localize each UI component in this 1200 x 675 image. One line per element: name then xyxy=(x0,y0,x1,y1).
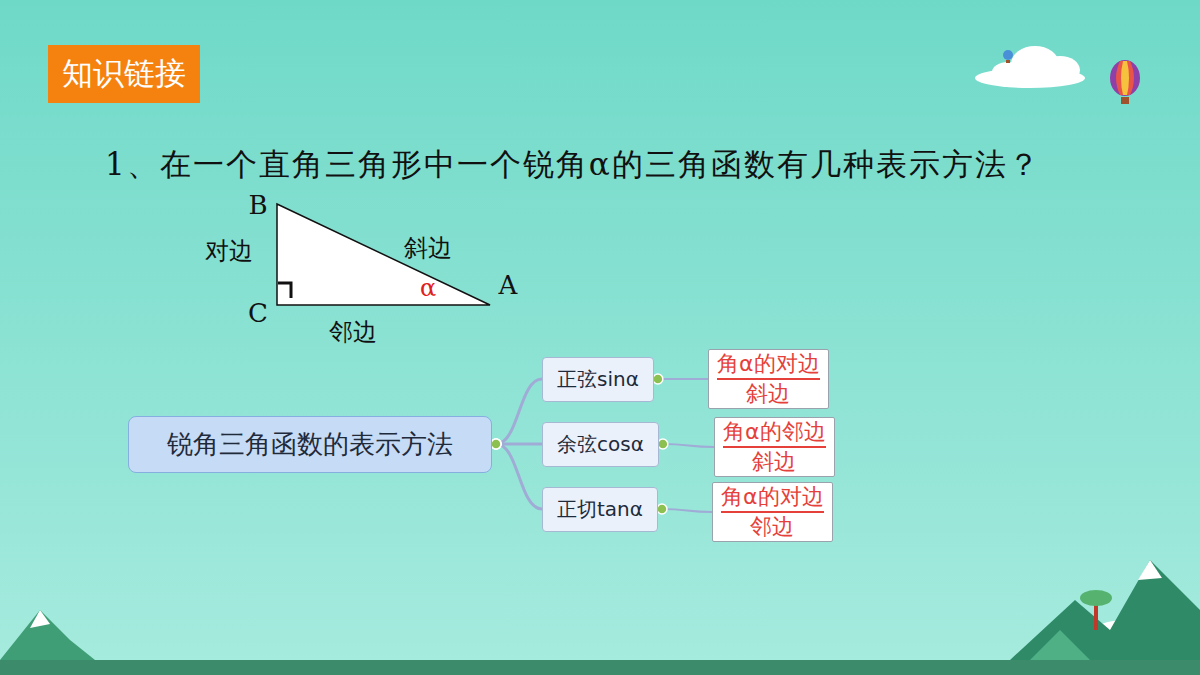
collapse-dot xyxy=(653,374,663,384)
figure-label: 对边 xyxy=(205,235,253,267)
figure-label: B xyxy=(248,190,267,220)
node-text: 知识链接 xyxy=(62,53,186,95)
formula-box: 角α的对边邻边 xyxy=(712,482,833,542)
node-text: 邻边 xyxy=(721,513,824,539)
branch-topic: 余弦cosα xyxy=(542,422,659,467)
figure-label: A xyxy=(499,270,518,300)
collapse-dot xyxy=(491,439,501,449)
balloon xyxy=(1003,50,1140,104)
clouds xyxy=(975,46,1200,675)
question-title: 1、在一个直角三角形中一个锐角α的三角函数有几种表示方法？ xyxy=(105,144,1041,186)
node-text: 角α的邻边 xyxy=(723,420,826,448)
figure-label: 邻边 xyxy=(329,316,377,348)
node-text: 角α的对边 xyxy=(721,485,824,513)
collapse-dot xyxy=(491,439,501,449)
mindmap-connector xyxy=(662,509,712,512)
collapse-dot xyxy=(491,439,501,449)
mindmap-connector xyxy=(663,444,714,447)
formula-box: 角α的对边斜边 xyxy=(708,349,829,409)
figure-label: α xyxy=(420,274,436,302)
node-text: 角α的对边 xyxy=(717,352,820,380)
mindmap-connector xyxy=(496,379,542,444)
node-text: 锐角三角函数的表示方法 xyxy=(151,427,469,462)
formula-box: 角α的邻边斜边 xyxy=(714,417,835,477)
branch-topic: 正弦sinα xyxy=(542,357,654,402)
right-triangle xyxy=(277,204,490,305)
section-tag: 知识链接 xyxy=(48,45,200,103)
figure-label: C xyxy=(248,298,268,328)
collapse-dot xyxy=(658,439,668,449)
collapse-dot xyxy=(657,504,667,514)
figure-label: 斜边 xyxy=(404,232,452,264)
node-text: 正弦sinα xyxy=(557,366,639,393)
mindmap-connector xyxy=(496,444,542,509)
root-topic: 锐角三角函数的表示方法 xyxy=(128,416,492,473)
branch-topic: 正切tanα xyxy=(542,487,658,532)
node-text: 余弦cosα xyxy=(557,431,644,458)
mindmap-connector xyxy=(658,378,708,380)
node-text: 正切tanα xyxy=(557,496,643,523)
node-text: 斜边 xyxy=(723,448,826,474)
mountains xyxy=(0,560,1200,675)
node-text: 斜边 xyxy=(717,380,820,406)
